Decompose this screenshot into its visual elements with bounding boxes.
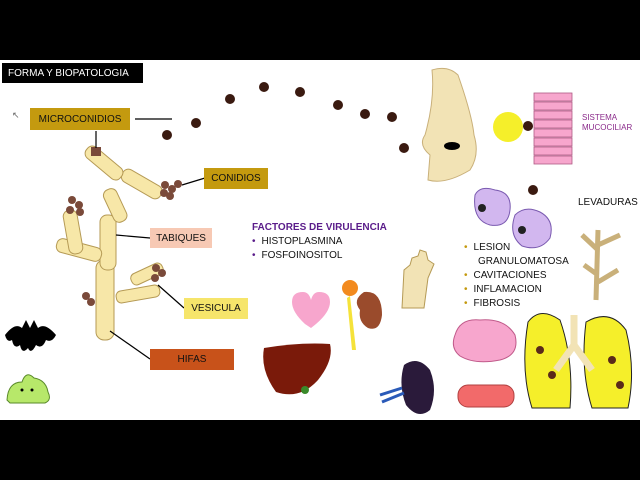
cursor-icon: ↖ [12,110,20,120]
spleen-icon [379,361,434,414]
label-conidios: CONIDIOS [204,168,268,189]
slime-icon [6,374,50,404]
pancreas-icon [342,280,358,350]
hand-icon [401,249,435,309]
yeast-cell-icon [512,208,552,249]
bone-icon [457,384,515,408]
label-hifas: HIFAS [150,349,234,370]
list-item: •HISTOPLASMINA [252,236,343,247]
list-item: •FIBROSIS [464,298,521,309]
nose-icon [421,67,477,182]
lungs-icon [524,313,633,409]
list-item: •INFLAMACION [464,284,542,295]
label-tabiques: TABIQUES [150,228,212,248]
slide: FORMA Y BIOPATOLOGIA ↖ [0,60,640,420]
heart-icon [292,292,330,328]
pollen-icon [493,112,523,142]
liver-icon [263,343,331,395]
yeast-cell-icon [474,187,511,226]
bat-icon [5,320,56,351]
label-levaduras: LEVADURAS [578,197,638,208]
virulence-heading: FACTORES DE VIRULENCIA [252,222,387,233]
conidia-dots [162,82,538,195]
list-item: GRANULOMATOSA [478,256,569,267]
label-sistema-mucociliar: SISTEMA MUCOCILIAR [582,113,633,132]
list-item: •CAVITACIONES [464,270,547,281]
fungus-hyphae-icon [580,229,622,301]
kidney-icon [356,291,382,329]
virulence-factors: FACTORES DE VIRULENCIA •HISTOPLASMINA •F… [252,222,387,263]
clinical-findings: •LESION GRANULOMATOSA •CAVITACIONES •INF… [464,241,569,311]
list-item: •FOSFOINOSITOL [252,250,343,261]
label-microconidios: MICROCONIDIOS [30,108,130,130]
fungus-hyphae-icon [55,145,164,341]
list-item: •LESION [464,242,511,253]
pointer-lines [95,118,206,360]
brain-icon [452,319,517,363]
slide-title: FORMA Y BIOPATOLOGIA [2,63,143,83]
label-vesicula: VESICULA [184,298,248,319]
epithelium-icon [533,92,573,165]
illustration-canvas [5,67,633,414]
